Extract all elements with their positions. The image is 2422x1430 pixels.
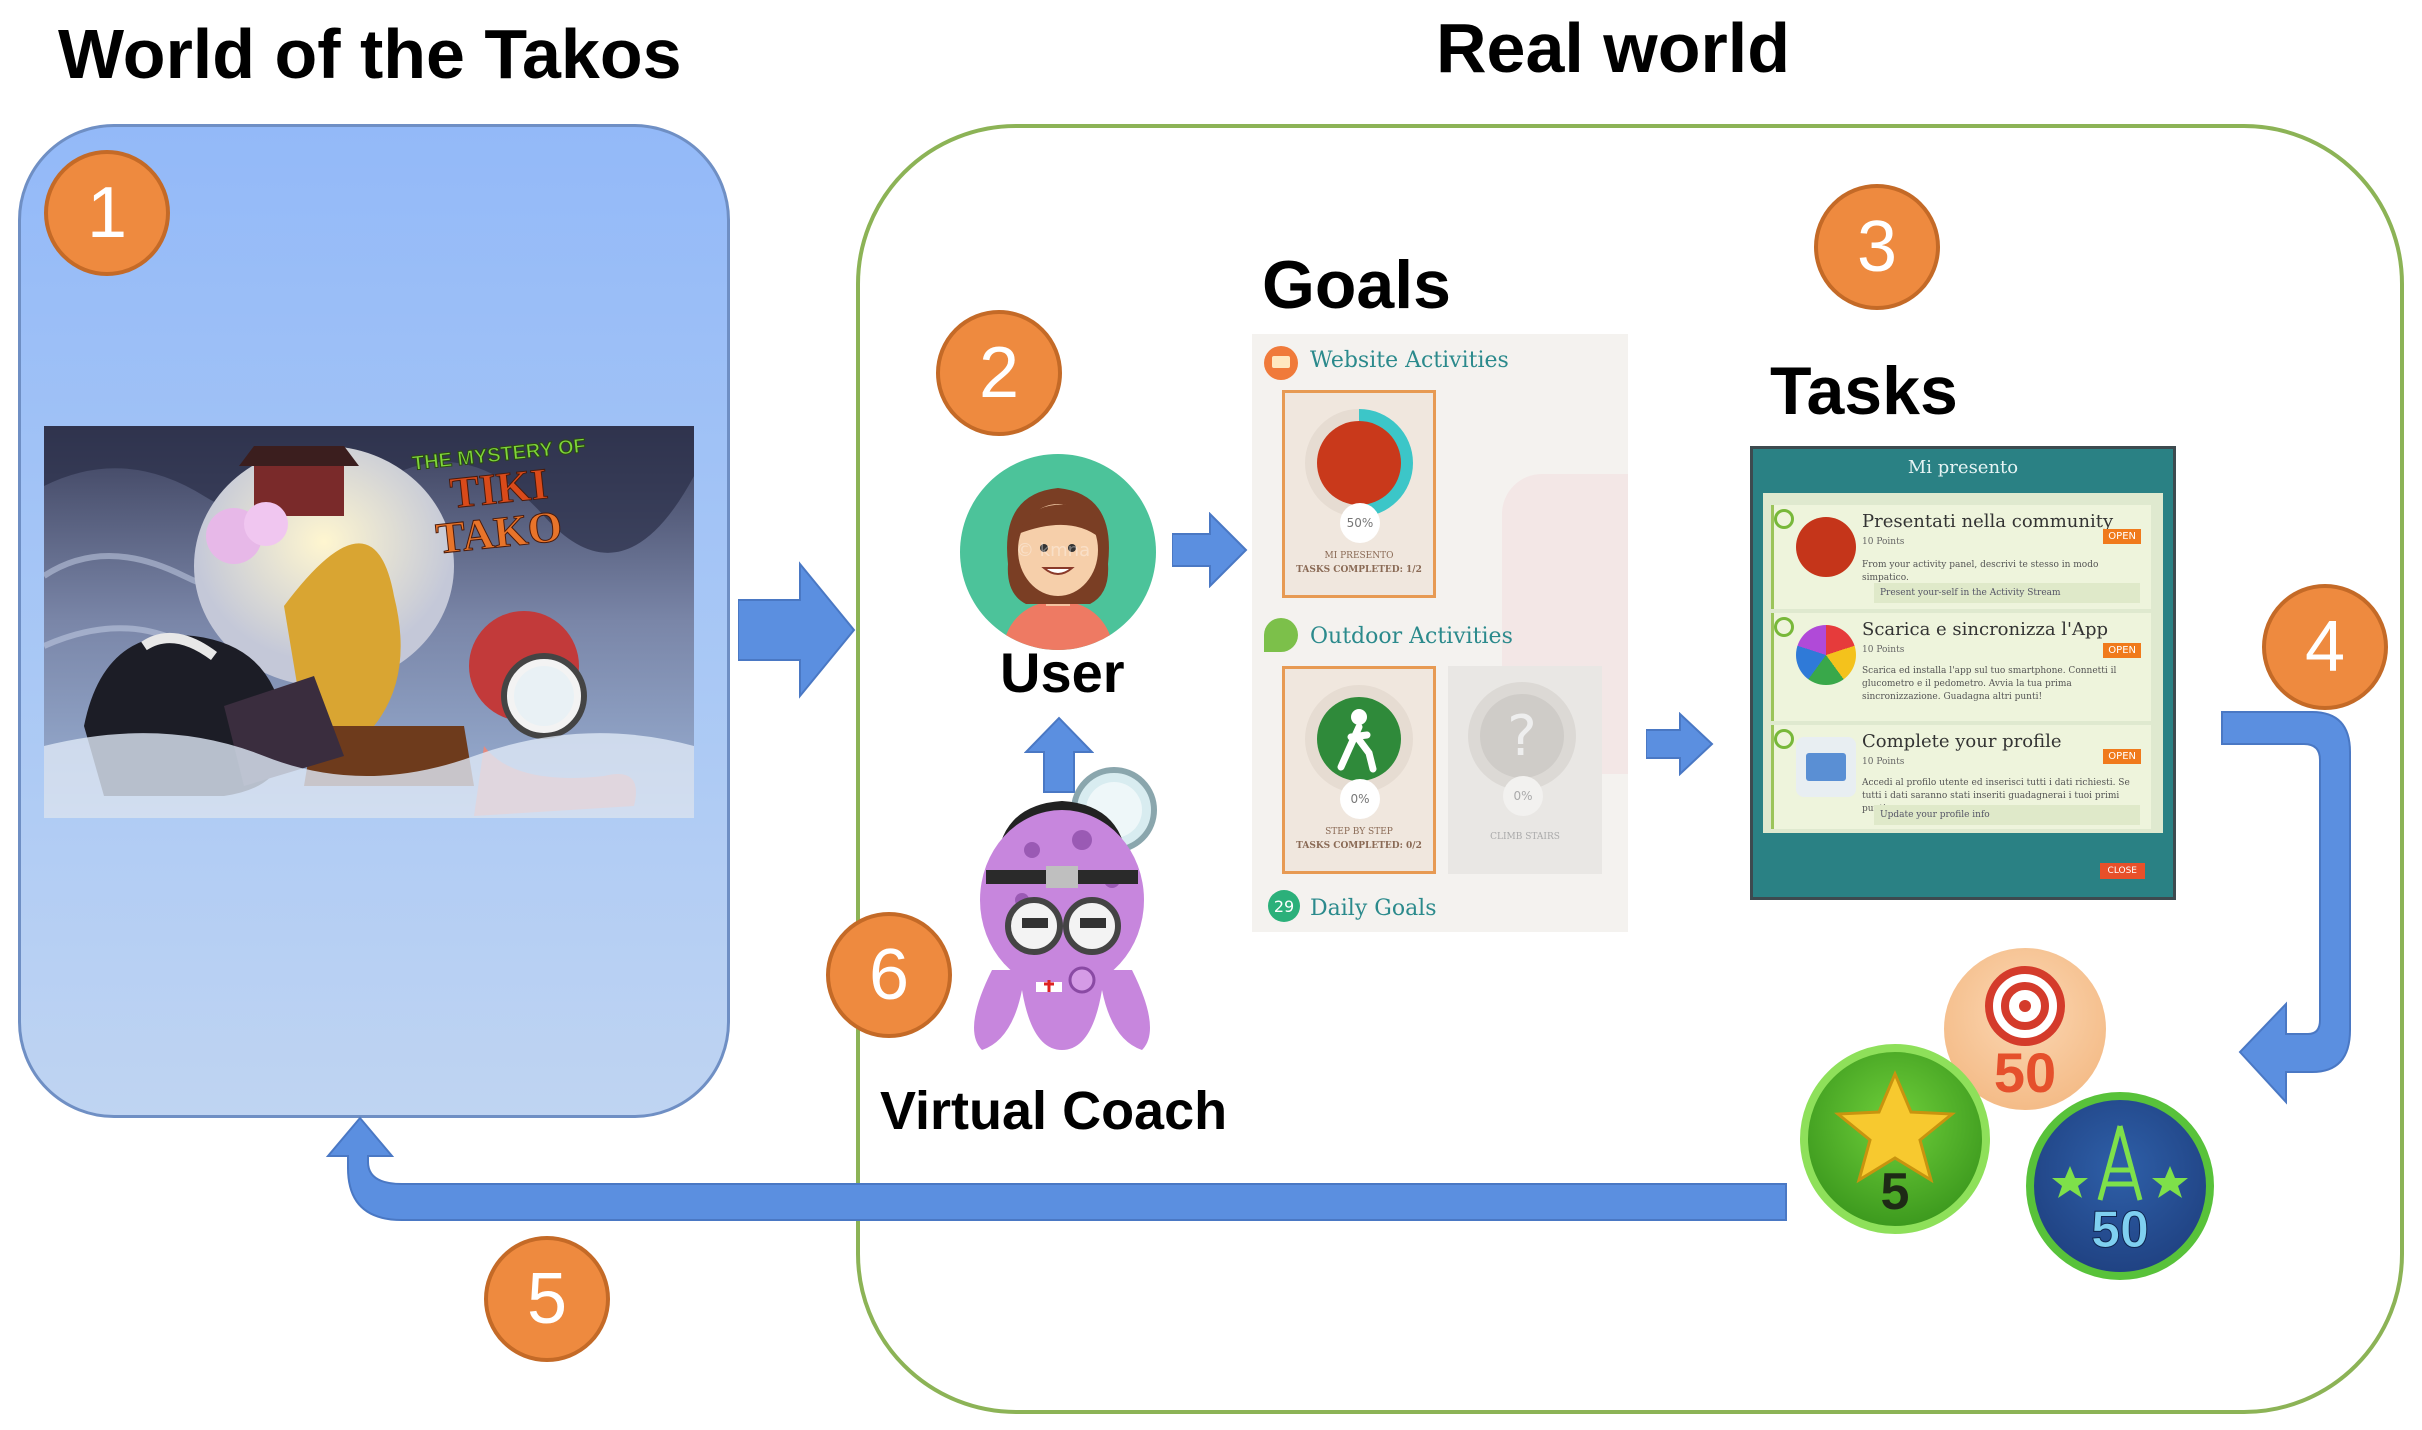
arrow-game-to-user (738, 561, 856, 699)
goals-heading: Goals (1262, 247, 1451, 323)
step-badge-3: 3 (1814, 184, 1940, 310)
website-section-title: Website Activities (1310, 348, 1509, 373)
virtual-coach-label: Virtual Coach (880, 1081, 1228, 1141)
goal-locked-ring: ? (1468, 682, 1576, 790)
daily-section-title: Daily Goals (1310, 896, 1437, 921)
step-badge-5: 5 (484, 1236, 610, 1362)
tasks-heading: Tasks (1770, 353, 1958, 429)
user-watermark: © kmna (1016, 540, 1091, 561)
goal-progress-text: TASKS COMPLETED: 1/2 (1296, 565, 1422, 575)
game-cover-image: THE MYSTERY OF TIKI TAKO (44, 426, 694, 818)
task-subtask: Update your profile info (1874, 805, 2140, 825)
open-button[interactable]: OPEN (2103, 529, 2141, 544)
arrow-tasks-to-rewards (2221, 711, 2351, 1105)
goal-card-climb-stairs[interactable]: ? 0% CLIMB STAIRS (1448, 666, 1602, 874)
check-icon (1774, 617, 1794, 637)
task-title: Presentati nella community (1862, 511, 2114, 532)
arrow-coach-to-user (1024, 716, 1094, 793)
goal-percent: 50% (1340, 503, 1380, 543)
user-label: User (1000, 641, 1125, 704)
real-world-heading: Real world (1436, 9, 1790, 87)
goal-card-mi-presento[interactable]: 50% MI PRESENTO TASKS COMPLETED: 1/2 (1282, 390, 1436, 598)
game-logo: THE MYSTERY OF TIKI TAKO (394, 434, 604, 564)
task-item[interactable]: Presentati nella community 10 Points OPE… (1771, 505, 2151, 609)
open-button[interactable]: OPEN (2103, 749, 2141, 764)
task-description: Scarica ed installa l'app sul tuo smartp… (1862, 666, 2117, 702)
task-title: Scarica e sincronizza l'App (1862, 619, 2109, 640)
tasks-panel: Mi presento Presentati nella community 1… (1750, 446, 2176, 900)
target-medal-value: 50 (1993, 1041, 2057, 1104)
step-badge-1: 1 (44, 150, 170, 276)
check-icon (1774, 509, 1794, 529)
tasks-panel-title: Mi presento (1907, 457, 2019, 478)
step-badge-2: 2 (936, 310, 1062, 436)
open-button[interactable]: OPEN (2103, 643, 2141, 658)
user-avatar (960, 454, 1156, 650)
task-item[interactable]: Complete your profile 10 Points OPEN Acc… (1771, 725, 2151, 829)
goal-percent: 0% (1340, 779, 1380, 819)
daily-count-circle: 29 (1268, 890, 1300, 922)
close-button[interactable]: CLOSE (2099, 863, 2145, 879)
goal-progress-ring (1305, 409, 1413, 517)
outdoor-section-title: Outdoor Activities (1310, 624, 1513, 649)
task-item[interactable]: Scarica e sincronizza l'App 10 Points OP… (1771, 613, 2151, 721)
virtual-coach-illustration (962, 750, 1172, 1060)
tower-medal-value: 50 (2091, 1201, 2150, 1260)
tower-medal: 50 (2026, 1092, 2214, 1280)
star-medal: 5 (1800, 1044, 1990, 1234)
task-description: From your activity panel, descrivi te st… (1862, 560, 2099, 583)
task-points: 10 Points (1862, 537, 1905, 547)
outdoor-section-icon (1264, 618, 1298, 652)
goal-percent: 0% (1503, 776, 1543, 816)
arrow-goals-to-tasks (1646, 712, 1714, 776)
goal-name: STEP BY STEP (1325, 827, 1393, 837)
app-tiles-icon (1796, 625, 1856, 685)
arrow-rewards-to-game (325, 1116, 1787, 1221)
task-points: 10 Points (1862, 645, 1905, 655)
goal-card-step-by-step[interactable]: 0% STEP BY STEP TASKS COMPLETED: 0/2 (1282, 666, 1436, 874)
star-medal-value: 5 (1880, 1163, 1910, 1221)
check-icon (1774, 729, 1794, 749)
goal-progress-text: TASKS COMPLETED: 0/2 (1296, 841, 1422, 851)
task-points: 10 Points (1862, 757, 1905, 767)
world-of-takos-heading: World of the Takos (58, 15, 682, 93)
task-subtask: Present your-self in the Activity Stream (1874, 583, 2140, 603)
step-badge-4: 4 (2262, 584, 2388, 710)
arrow-user-to-goals (1172, 512, 1248, 588)
goals-panel: Website Activities 50% MI PRESENTO TASKS… (1252, 334, 1628, 932)
profile-card-icon (1796, 737, 1856, 797)
website-section-icon (1264, 346, 1298, 380)
person-icon (1796, 517, 1856, 577)
goal-name: CLIMB STAIRS (1490, 832, 1560, 842)
goal-name: MI PRESENTO (1324, 551, 1394, 561)
goal-progress-ring (1305, 685, 1413, 793)
task-title: Complete your profile (1862, 731, 2062, 752)
step-badge-6: 6 (826, 912, 952, 1038)
